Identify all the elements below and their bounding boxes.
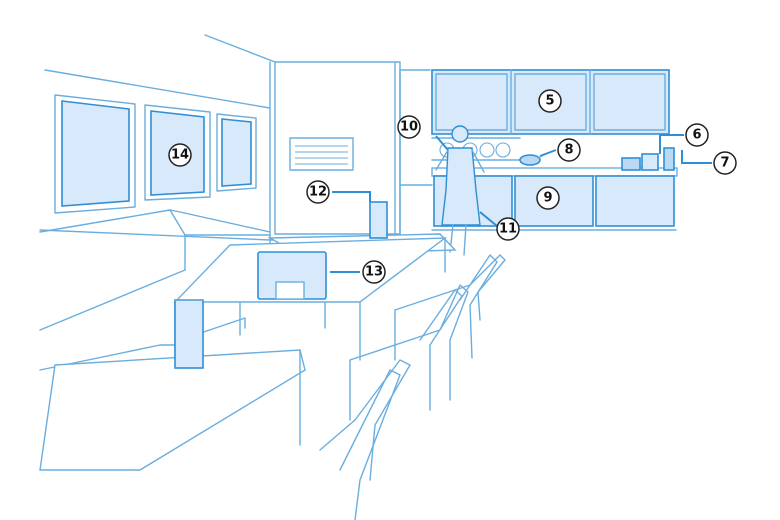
svg-text:13: 13 <box>365 265 383 280</box>
callout-9: 9 <box>536 186 560 210</box>
svg-text:7: 7 <box>720 156 729 171</box>
staff-person <box>435 125 485 256</box>
callout-5: 5 <box>538 89 562 113</box>
svg-text:6: 6 <box>692 128 701 143</box>
callout-14: 14 <box>168 143 192 167</box>
svg-text:14: 14 <box>171 148 189 163</box>
callout-12: 12 <box>306 180 330 204</box>
svg-text:12: 12 <box>309 185 327 200</box>
wall-vent <box>289 137 354 171</box>
chairs <box>319 254 506 520</box>
svg-text:9: 9 <box>543 191 552 206</box>
svg-text:8: 8 <box>564 143 573 158</box>
callout-8: 8 <box>557 138 581 162</box>
svg-text:10: 10 <box>400 120 418 135</box>
callout-13: 13 <box>362 260 386 284</box>
wall-windows <box>54 94 257 214</box>
countertop-appliances <box>621 147 675 171</box>
callout-6: 6 <box>685 123 709 147</box>
front-table <box>39 299 306 471</box>
callout-7: 7 <box>713 151 737 175</box>
callout-11: 11 <box>496 217 520 241</box>
main-table <box>173 237 448 361</box>
upper-cabinets <box>431 69 670 135</box>
svg-text:11: 11 <box>499 222 517 237</box>
leader-lines <box>330 134 712 273</box>
callout-10: 10 <box>397 115 421 139</box>
svg-text:5: 5 <box>545 94 554 109</box>
